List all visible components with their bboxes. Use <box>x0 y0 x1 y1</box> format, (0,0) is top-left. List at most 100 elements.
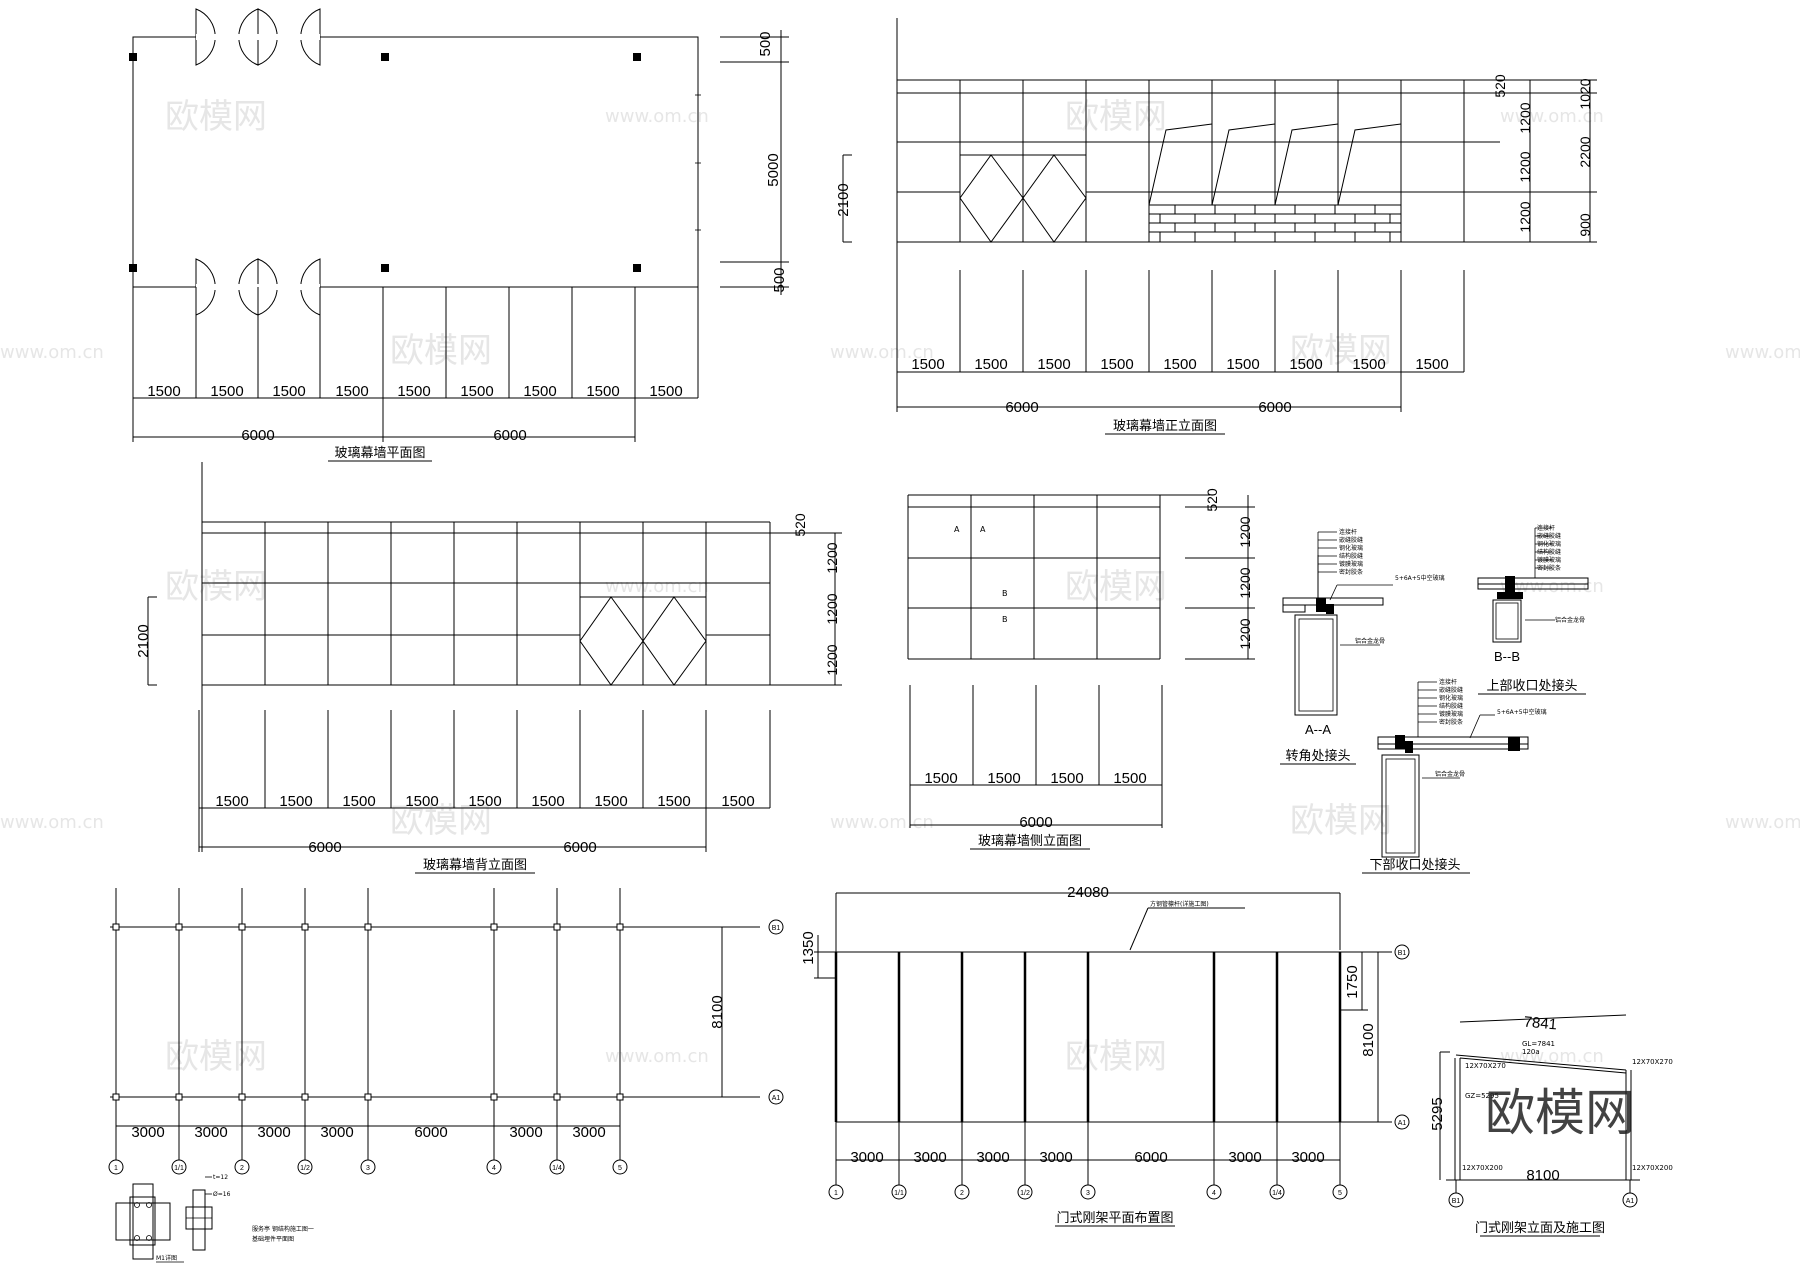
joint-label: 连接杆 <box>1339 528 1357 536</box>
glass-spec-label: 5+6A+5中空玻璃 <box>1497 708 1547 716</box>
watermark-url: www.om.cn <box>0 342 104 363</box>
joint-label: 钢化玻璃 <box>1339 544 1363 552</box>
joint-label: 钢化玻璃 <box>1439 694 1463 702</box>
joint-label: 镀膜玻璃 <box>1439 710 1463 718</box>
axis-label: 4 <box>492 1165 496 1172</box>
axis-label: 1/1 <box>894 1190 904 1197</box>
title-plan: 玻璃幕墙平面图 <box>334 446 425 461</box>
dim-520: 520 <box>1204 488 1220 512</box>
title-back: 玻璃幕墙背立面图 <box>423 858 527 873</box>
joint-label: 钢化玻璃 <box>1537 540 1561 548</box>
portal-frame-plan: B1 A1 1 1/1 2 1/2 3 4 1/4 5 24080 方钢管檩杆(… <box>800 884 1410 1227</box>
dim-500: 500 <box>771 267 788 292</box>
dim-6000: 6000 <box>414 1124 447 1141</box>
dim-1500: 1500 <box>1113 770 1146 787</box>
joint-label: 连接杆 <box>1537 524 1555 532</box>
dim-3000: 3000 <box>509 1124 542 1141</box>
brick-base <box>1148 204 1402 243</box>
plate-spec: 12X70X270 <box>1632 1058 1673 1066</box>
joint-label: 嵌缝胶缝 <box>1537 532 1561 540</box>
dim-520: 520 <box>1492 74 1508 98</box>
plate-thickness: t=12 <box>213 1174 228 1181</box>
dim-2100: 2100 <box>835 183 852 216</box>
dim-1500: 1500 <box>215 793 248 810</box>
dim-6000: 6000 <box>1134 1149 1167 1166</box>
axis-label: 2 <box>960 1190 964 1197</box>
axis-label: B1 <box>772 925 781 932</box>
dim-1500: 1500 <box>649 383 682 400</box>
dim-3000: 3000 <box>131 1124 164 1141</box>
dim-1500: 1500 <box>586 383 619 400</box>
dim-3000: 3000 <box>1291 1149 1324 1166</box>
section-mark-a: A <box>954 525 960 534</box>
girder-section: 120a <box>1522 1048 1540 1056</box>
beam-note: 方钢管檩杆(详施工图) <box>1150 900 1209 908</box>
section-aa: A--A <box>1305 722 1331 737</box>
m1-detail: t=12 Ø=16 M1详图 服务亭 钢结构施工图一 基础埋件平面图 <box>115 1174 314 1263</box>
column-spec: GZ=5295 <box>1465 1092 1499 1100</box>
dim-1200: 1200 <box>824 593 840 624</box>
dim-1500: 1500 <box>342 793 375 810</box>
dim-1500: 1500 <box>1289 356 1322 373</box>
dim-900: 900 <box>1577 213 1593 237</box>
detail-top-joint: 连接杆 嵌缝胶缝 钢化玻璃 结构胶缝 镀膜玻璃 密封胶条 铝合金龙骨 B--B … <box>1477 524 1589 695</box>
axis-label: 1 <box>114 1165 118 1172</box>
dim-1200: 1200 <box>1517 201 1533 232</box>
dim-1500: 1500 <box>210 383 243 400</box>
watermark-url: www.om.cn <box>605 576 709 597</box>
dim-24080: 24080 <box>1067 884 1109 901</box>
dim-1500: 1500 <box>405 793 438 810</box>
dim-1500: 1500 <box>1415 356 1448 373</box>
dim-6000: 6000 <box>241 427 274 444</box>
dim-1500: 1500 <box>272 383 305 400</box>
dim-1500: 1500 <box>335 383 368 400</box>
dim-1200: 1200 <box>1517 102 1533 133</box>
axis-label: 3 <box>366 1165 370 1172</box>
joint-label: 镀膜玻璃 <box>1537 556 1561 564</box>
axis-label: A1 <box>1626 1198 1635 1205</box>
dim-1500: 1500 <box>468 793 501 810</box>
dim-1500: 1500 <box>523 383 556 400</box>
section-mark-b: B <box>1002 615 1008 624</box>
dim-3000: 3000 <box>976 1149 1009 1166</box>
dim-1500: 1500 <box>911 356 944 373</box>
watermark-url: www.om.cn <box>1500 1046 1604 1067</box>
watermark-url: www.om.cn <box>605 106 709 127</box>
dim-6000: 6000 <box>1005 399 1038 416</box>
watermark-url: www.om.cn <box>1725 342 1800 363</box>
dim-3000: 3000 <box>850 1149 883 1166</box>
joint-label: 连接杆 <box>1439 678 1457 686</box>
watermark-url: www.om.cn <box>1500 576 1604 597</box>
axis-label: A1 <box>772 1095 781 1102</box>
dim-1750: 1750 <box>1344 965 1361 998</box>
watermark-brand: 欧模网 <box>1065 1037 1167 1077</box>
dim-1500: 1500 <box>1352 356 1385 373</box>
watermark-url: www.om.cn <box>1725 812 1800 833</box>
member-label: 铝合金龙骨 <box>1355 637 1385 645</box>
dim-2100: 2100 <box>135 624 152 657</box>
plan-outline <box>132 36 699 288</box>
watermark-url: www.om.cn <box>605 1046 709 1067</box>
title-top-joint: 上部收口处接头 <box>1486 678 1577 694</box>
dim-1020: 1020 <box>1577 78 1593 109</box>
dim-1200: 1200 <box>1237 516 1253 547</box>
member-label: 铝合金龙骨 <box>1555 616 1585 624</box>
axis-label: 4 <box>1212 1190 1216 1197</box>
glass-spec-label: 5+6A+5中空玻璃 <box>1395 574 1445 582</box>
axis-label: A1 <box>1398 1120 1407 1127</box>
dim-1500: 1500 <box>924 770 957 787</box>
joint-label: 结构胶缝 <box>1339 552 1363 560</box>
watermark-brand: 欧模网 <box>1065 567 1167 607</box>
joint-label: 嵌缝胶缝 <box>1339 536 1363 544</box>
back-elevation: 2100 520 1200 1200 1200 1500 1500 1500 1… <box>135 462 842 874</box>
dim-1500: 1500 <box>1037 356 1070 373</box>
dim-1500: 1500 <box>1226 356 1259 373</box>
watermark-brand: 欧模网 <box>165 97 267 137</box>
watermark-url: www.om.cn <box>830 812 934 833</box>
joint-label: 嵌缝胶缝 <box>1439 686 1463 694</box>
dim-1500: 1500 <box>657 793 690 810</box>
axis-label: 1/2 <box>1020 1190 1030 1197</box>
door-diamond-back <box>579 596 707 686</box>
dim-500: 500 <box>757 31 774 56</box>
dim-1500: 1500 <box>987 770 1020 787</box>
